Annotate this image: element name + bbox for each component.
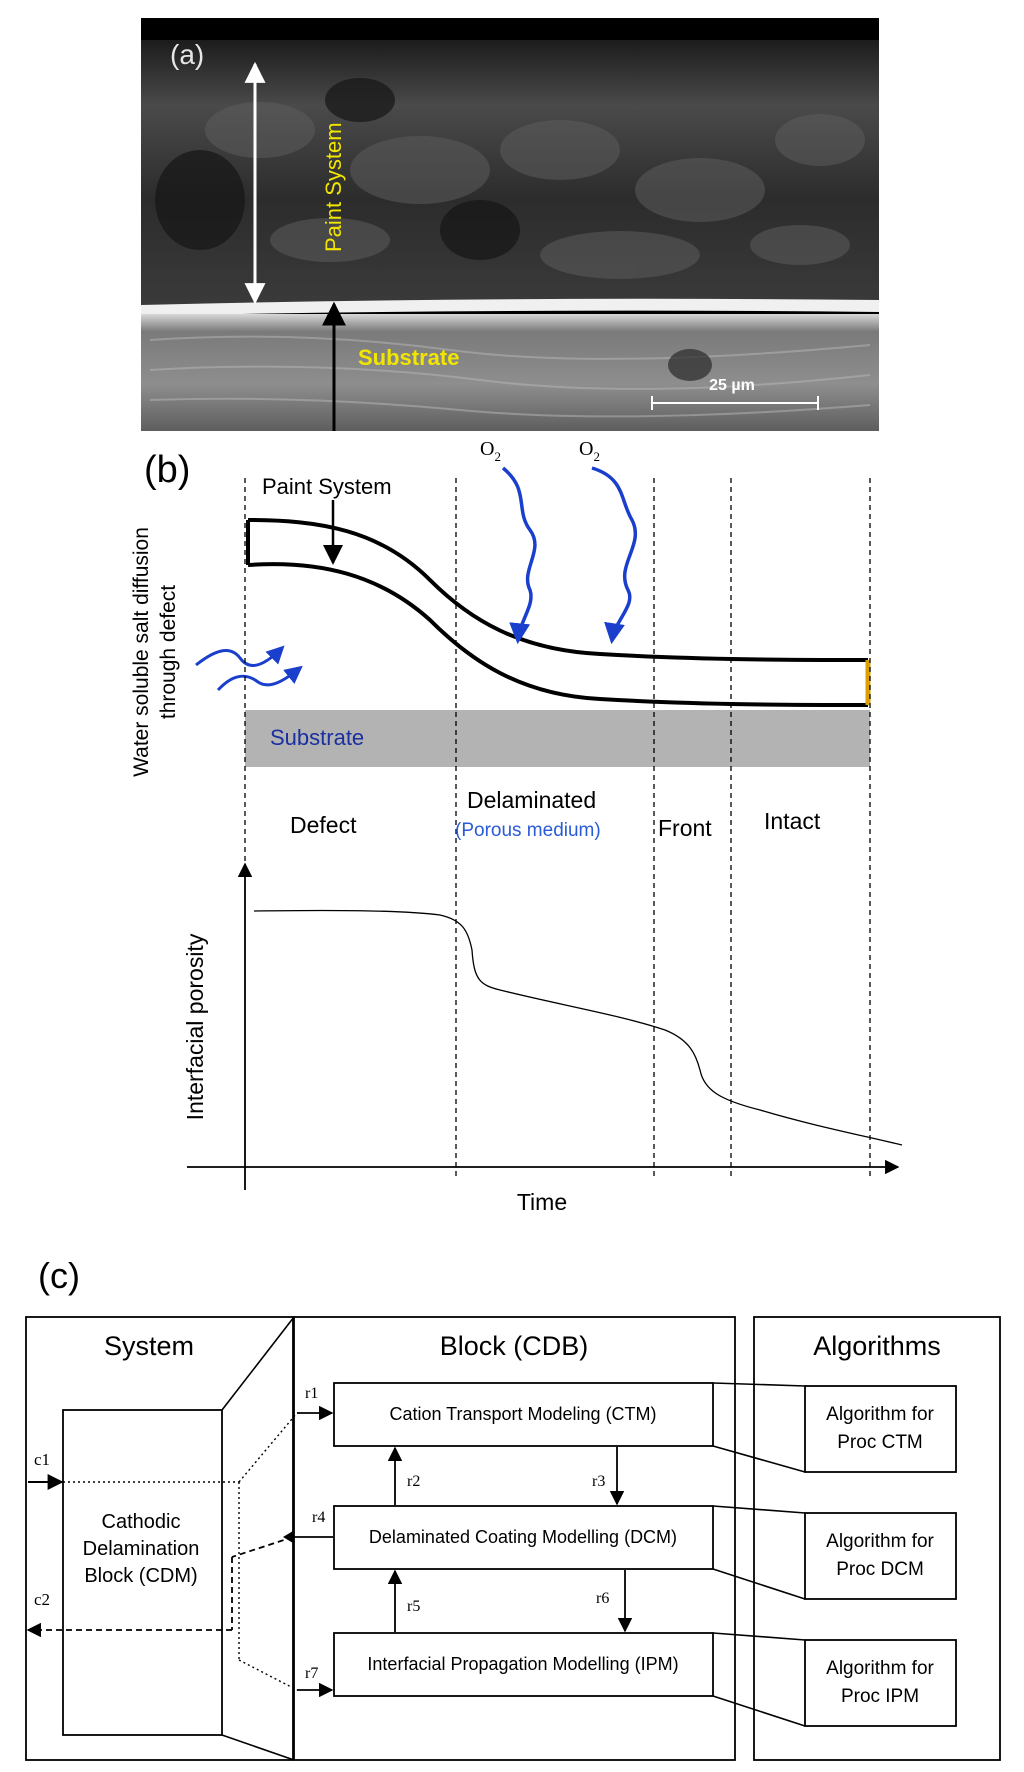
cdm-line2: Delamination bbox=[83, 1538, 200, 1560]
porosity-curve bbox=[253, 909, 903, 1146]
alg-ipm-box bbox=[804, 1639, 957, 1727]
dotted-to-ctm bbox=[238, 1412, 298, 1483]
alg-ipm-line2: Proc IPM bbox=[841, 1686, 919, 1707]
substrate-band bbox=[245, 710, 870, 767]
alg-ipm-line1: Algorithm for bbox=[826, 1658, 934, 1679]
alg-dcm-line2: Proc DCM bbox=[836, 1559, 924, 1580]
alg-dcm-box bbox=[804, 1512, 957, 1600]
substrate-label-a: Substrate bbox=[358, 345, 459, 370]
alg-ctm-box bbox=[804, 1385, 957, 1473]
dcm-box bbox=[333, 1505, 714, 1570]
algorithm-connectors bbox=[712, 1382, 806, 1727]
r4-arrowhead bbox=[283, 1531, 293, 1543]
scale-bar: 25 µm bbox=[651, 377, 819, 410]
region-front: Front bbox=[658, 815, 712, 841]
o2-arrow-2 bbox=[591, 466, 638, 645]
porosity-x-label: Time bbox=[517, 1189, 567, 1215]
coating-top-edge bbox=[247, 518, 869, 662]
r4-dashed-link bbox=[231, 1536, 294, 1558]
salt-diffusion-label-line1: Water soluble salt diffusion bbox=[130, 527, 153, 777]
ipm-box bbox=[333, 1632, 714, 1697]
zoom-line-top bbox=[221, 1316, 295, 1411]
region-intact: Intact bbox=[764, 808, 821, 834]
o2-arrow-1 bbox=[501, 466, 537, 645]
region-defect: Defect bbox=[290, 812, 357, 838]
alg-ctm-line2: Proc CTM bbox=[837, 1432, 923, 1453]
o2-label-1: O2 bbox=[480, 438, 501, 464]
r5-label: r5 bbox=[407, 1598, 420, 1615]
scale-bar-label: 25 µm bbox=[709, 377, 755, 394]
block-cdb-box bbox=[293, 1316, 736, 1761]
cdm-line3: Block (CDM) bbox=[84, 1565, 197, 1587]
alg-ctm-line1: Algorithm for bbox=[826, 1404, 934, 1425]
system-title: System bbox=[104, 1331, 194, 1361]
paint-system-label-b: Paint System bbox=[262, 474, 392, 499]
region-separators bbox=[244, 478, 871, 1180]
r3-label: r3 bbox=[592, 1473, 605, 1490]
panel-c-label: (c) bbox=[38, 1255, 80, 1296]
algorithms-title: Algorithms bbox=[813, 1331, 941, 1361]
salt-diffusion-label-line2: through defect bbox=[157, 585, 180, 719]
alg-dcm-line1: Algorithm for bbox=[826, 1531, 934, 1552]
sem-image bbox=[141, 18, 879, 431]
r7-label: r7 bbox=[305, 1665, 318, 1682]
dotted-to-ipm bbox=[238, 1659, 298, 1691]
cdm-line1: Cathodic bbox=[102, 1511, 181, 1533]
block-cdb-title: Block (CDB) bbox=[440, 1331, 589, 1361]
salt-diffusion-arrow-2 bbox=[216, 665, 303, 692]
algorithms-box bbox=[753, 1316, 1001, 1761]
r6-label: r6 bbox=[596, 1590, 609, 1607]
paint-system-label-a: Paint System bbox=[321, 122, 346, 252]
ipm-label: Interfacial Propagation Modelling (IPM) bbox=[367, 1654, 678, 1674]
r1-label: r1 bbox=[305, 1385, 318, 1402]
zoom-line-bottom bbox=[221, 1734, 295, 1761]
substrate-label-b: Substrate bbox=[270, 725, 364, 750]
porosity-y-label: Interfacial porosity bbox=[182, 933, 208, 1120]
panel-b-label: (b) bbox=[144, 449, 190, 491]
c1-label: c1 bbox=[34, 1450, 50, 1469]
o2-label-2: O2 bbox=[579, 438, 600, 464]
c2-label: c2 bbox=[34, 1590, 50, 1609]
ctm-label: Cation Transport Modeling (CTM) bbox=[389, 1404, 656, 1424]
r2-label: r2 bbox=[407, 1473, 420, 1490]
cdm-box bbox=[62, 1409, 223, 1736]
dcm-label: Delaminated Coating Modelling (DCM) bbox=[369, 1527, 677, 1547]
panel-a-label: (a) bbox=[170, 39, 204, 70]
region-delaminated: Delaminated bbox=[467, 787, 596, 813]
r4-label: r4 bbox=[312, 1509, 325, 1526]
salt-diffusion-arrow-1 bbox=[195, 645, 285, 667]
ctm-box bbox=[333, 1382, 714, 1447]
coating-bottom-edge bbox=[247, 562, 869, 707]
region-porous-medium: (Porous medium) bbox=[455, 820, 601, 841]
